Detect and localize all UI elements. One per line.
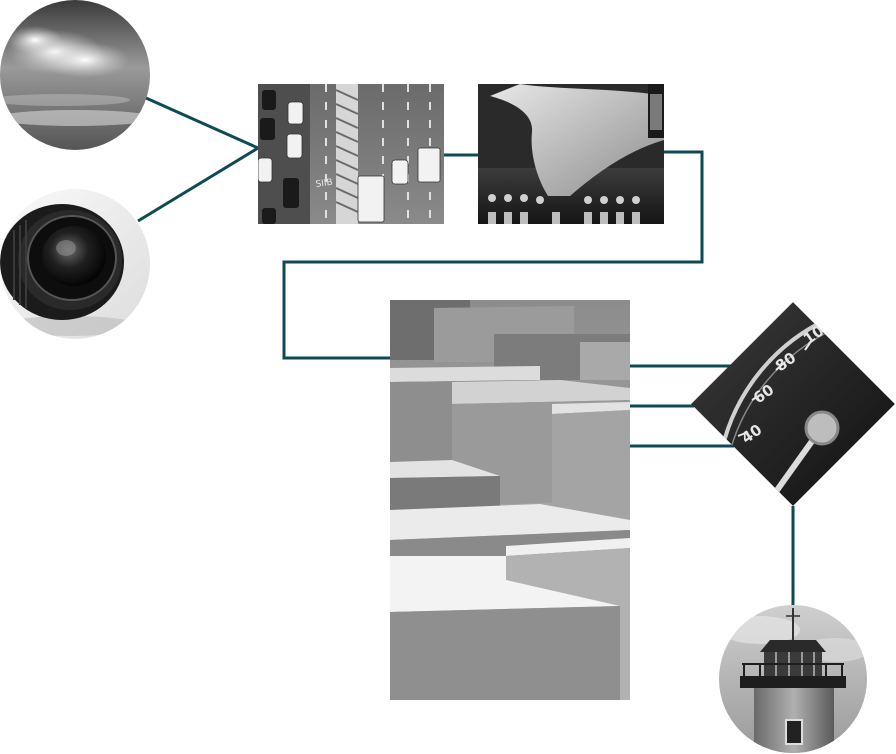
mixing-console-photo: [478, 84, 664, 224]
speedometer-photo: 100 80 60 40: [691, 302, 895, 506]
concrete-blocks-photo: [390, 300, 630, 700]
edge-sky-traffic: [145, 96, 259, 150]
edge-mixer-blocks: [282, 150, 704, 360]
sky-photo: [0, 0, 150, 150]
road-marking-text: SIIB: [315, 178, 333, 190]
edge-lens-traffic: [137, 146, 259, 223]
camera-lens-photo: [0, 189, 150, 339]
connector-lines: [137, 96, 795, 605]
highway-traffic-photo: SIIB: [258, 84, 444, 224]
lighthouse-photo: [719, 605, 867, 753]
